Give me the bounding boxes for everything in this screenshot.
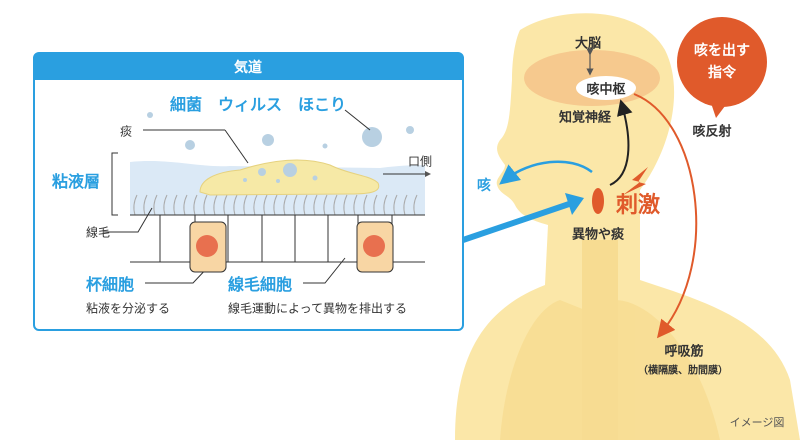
particles [147,112,414,183]
cough-center-label: 咳中枢 [586,82,626,98]
lungs [500,240,720,440]
sensory-nerve-label: 知覚神経 [558,110,612,126]
command-line-2: 指令 [708,65,736,81]
stimulus-spot [592,188,604,214]
mouth-side-label: 口側 [408,154,433,169]
airway-title: 気道 [234,60,262,76]
cough-center-oval [576,76,636,100]
goblet-cell-label: 杯細胞 [86,275,135,294]
lightning-icon [623,167,648,195]
phlegm-label: 痰 [120,124,133,139]
pathogens-label: 細菌 ウィルス ほこり [170,95,347,114]
ciliated-cell-label: 線毛細胞 [228,275,293,294]
stimulus-label: 刺激 [615,193,661,218]
foreign-matter-label: 異物や痰 [571,227,625,243]
cerebrum-label: 大脳 [574,36,602,52]
muscles-detail-label: （横隔膜、肋間膜） [638,365,728,377]
command-line-1: 咳を出す [694,43,750,59]
respiratory-muscles-label: 呼吸筋 [664,344,704,360]
cilia-label: 線毛 [86,225,111,240]
cough-label: 咳 [477,178,491,194]
goblet-cells [189,221,394,273]
ciliated-cell-desc: 線毛運動によって異物を排出する [228,301,408,316]
cilia [133,194,418,216]
mucus-layer-label: 粘液層 [52,172,101,191]
goblet-cell-desc: 粘液を分泌する [86,301,171,316]
cough-reflex-label: 咳反射 [692,124,732,140]
image-note: イメージ図 [729,416,785,429]
command-bubble [677,17,767,107]
phlegm-blob [199,159,380,196]
